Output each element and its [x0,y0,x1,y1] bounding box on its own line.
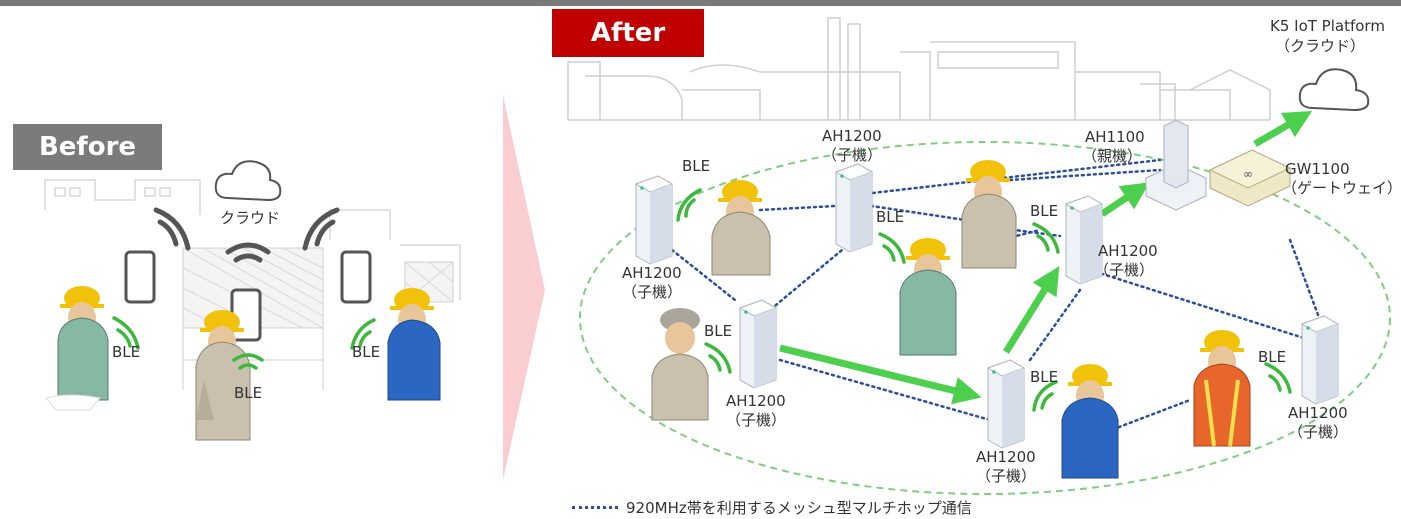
child-center-name: AH1200 [1098,242,1158,260]
child-right-name: AH1200 [1288,404,1348,422]
after-worker-4 [651,308,709,421]
child-ap-lower-left [739,299,777,389]
before-smartphone-icons [124,250,372,342]
before-background-buildings [44,179,461,300]
platform-role: （クラウド） [1275,37,1365,55]
before-ble-label-center: BLE [234,384,262,402]
child-center-role: （子機） [1094,261,1154,279]
parent-station-device [1145,119,1207,211]
transition-arrow [503,95,545,480]
child-ap-bottom [987,359,1025,449]
child-top-role: （子機） [822,146,882,164]
gateway-name: GW1100 [1285,160,1350,178]
before-badge: Before [13,124,162,170]
before-ble-waves [112,316,376,370]
child-bottom-name: AH1200 [976,448,1036,466]
relay-arrows [779,110,1313,405]
child-lower-left-name: AH1200 [726,392,786,410]
after-ble-waves [676,188,1292,412]
child-bottom-role: （子機） [976,467,1036,485]
legend: 920MHz帯を利用するメッシュ型マルチホップ通信 [572,497,972,518]
legend-dotted-line [572,506,618,509]
after-factory-skyline [567,17,1271,121]
parent-name: AH1100 [1085,128,1145,146]
after-ble-label-2: BLE [876,208,904,226]
child-ap-left [635,175,673,265]
after-worker-1 [711,180,771,276]
before-worker-right [387,288,441,401]
after-ble-label-3: BLE [1030,202,1058,220]
child-left-name: AH1200 [622,264,682,282]
child-lower-left-role: （子機） [726,411,786,429]
child-top-name: AH1200 [822,127,882,145]
after-ble-label-4: BLE [704,322,732,340]
child-ap-top [835,163,873,253]
before-cloud-label: クラウド [220,209,280,227]
before-signal-icons [153,207,340,263]
after-worker-3 [899,238,957,356]
after-ble-label-1: BLE [682,157,710,175]
after-ble-label-5: BLE [1030,368,1058,386]
child-left-role: （子機） [622,283,682,301]
mesh-area-ellipse [579,141,1391,495]
after-worker-6 [1193,330,1251,447]
after-worker-5 [1061,364,1119,479]
before-ble-label-left: BLE [112,343,140,361]
svg-text:∞: ∞ [1243,167,1253,181]
platform-name: K5 IoT Platform [1270,17,1385,35]
before-worker-left [45,286,109,411]
after-worker-2 [961,160,1017,269]
top-rule [0,0,1401,6]
after-badge: After [552,9,704,57]
gateway-role: （ゲートウェイ） [1282,179,1401,197]
legend-text: 920MHz帯を利用するメッシュ型マルチホップ通信 [626,499,972,517]
child-right-role: （子機） [1288,423,1348,441]
parent-role: （親機） [1082,147,1142,165]
child-ap-right [1301,315,1339,405]
after-ble-label-6: BLE [1258,348,1286,366]
platform-cloud-icon [1298,68,1370,112]
before-ble-label-right: BLE [352,343,380,361]
gateway-device: ∞ [1208,149,1292,207]
before-worker-center [195,310,251,441]
before-cloud-icon [214,160,282,202]
